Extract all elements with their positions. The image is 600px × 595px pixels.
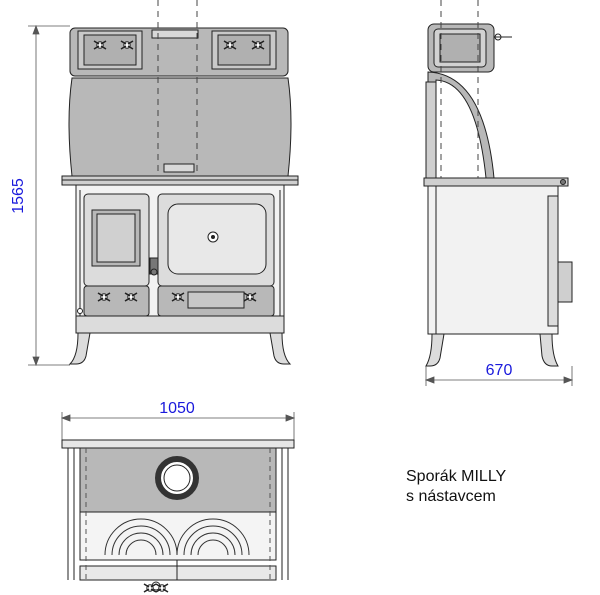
front-view [28, 0, 299, 367]
depth-dimension-label: 670 [486, 362, 513, 379]
caption-line-1: Sporák MILLY [406, 468, 507, 485]
top-cooktop [79, 511, 277, 561]
height-dimension-label: 1565 [10, 178, 27, 214]
side-body [427, 185, 559, 335]
side-cooktop [423, 177, 569, 187]
front-leg-left [68, 332, 91, 365]
front-leg-right [269, 332, 292, 365]
ash-drawer-left [83, 285, 150, 317]
cooktop-rings [104, 518, 250, 556]
width-dimension-label: 1050 [159, 400, 195, 417]
caption-line-2: s nástavcem [406, 488, 496, 505]
front-back-panel [68, 77, 292, 177]
top-view [60, 412, 296, 593]
side-view [423, 0, 574, 386]
product-caption: Sporák MILLY s nástavcem [406, 467, 506, 507]
